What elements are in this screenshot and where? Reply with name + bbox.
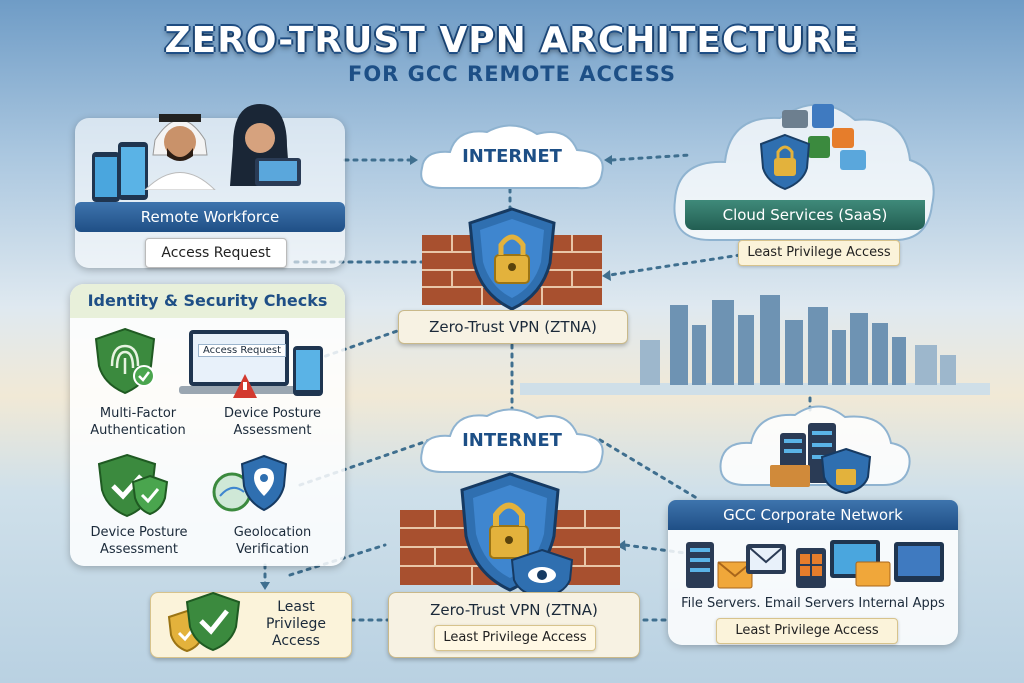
vpn-top-shield-lock-icon [468,207,556,311]
city-skyline [520,295,990,395]
check-shield-icon [97,453,169,518]
corporate-network-panel: GCC Corporate Network File Servers. Emai… [668,500,958,645]
corporate-least-privilege-tag: Least Privilege Access [716,618,898,644]
vpn-bottom-label-box: Zero-Trust VPN (ZTNA) Least Privilege Ac… [388,592,640,658]
vpn-top-label-box: Zero-Trust VPN (ZTNA) [398,310,628,344]
access-request-tag: Access Request [145,238,287,268]
least-privilege-text: Least Privilege Access [265,599,327,649]
corporate-apps-icons [686,540,944,589]
vpn-top-label: Zero-Trust VPN (ZTNA) [429,318,597,336]
cloud-services-label: Cloud Services (SaaS) [685,200,925,230]
devices-icon [92,142,148,202]
identity-checks-panel: Identity & Security Checks Access Reques… [70,284,345,566]
man-avatar-icon [144,114,216,190]
geolocation-label: Geolocation Verification [233,525,312,557]
saas-shield-lock-icon [759,133,811,191]
geolocation-icon [212,454,288,512]
internet-cloud-top [420,124,604,190]
corporate-network-label: GCC Corporate Network [668,500,958,530]
vpn-bottom-label: Zero-Trust VPN (ZTNA) [430,601,598,619]
vpn-bottom-shield-lock-icon [460,472,574,600]
page-title: ZERO-TRUST VPN ARCHITECTURE [164,20,860,61]
remote-workforce-panel: Remote Workforce Access Request [75,104,345,268]
identity-checks-title: Identity & Security Checks [70,284,345,318]
woman-avatar-icon [230,104,301,186]
least-privilege-card: Least Privilege Access [150,591,352,658]
saas-least-privilege-tag: Least Privilege Access [738,240,900,266]
remote-workforce-label: Remote Workforce [75,202,345,232]
mfa-label: Multi-Factor Authentication [90,406,186,438]
internet-top-label: INTERNET [462,146,562,167]
page-subtitle: FOR GCC REMOTE ACCESS [347,62,677,86]
laptop-access-request-icon [179,330,323,398]
saas-app-icons [782,104,866,170]
device-posture-label-1: Device Posture Assessment [223,406,322,438]
internet-bottom-label: INTERNET [462,430,562,451]
least-privilege-shields-icon [167,591,241,653]
device-posture-label-2: Device Posture Assessment [90,525,188,557]
vpn-bottom-least-privilege-tag: Least Privilege Access [434,625,596,651]
laptop-screen-text: Access Request [198,344,286,357]
corporate-servers-icon [770,423,872,495]
fingerprint-shield-icon [94,327,156,395]
corporate-caption: File Servers. Email Servers Internal App… [681,596,945,611]
internet-cloud-bottom [420,408,604,474]
